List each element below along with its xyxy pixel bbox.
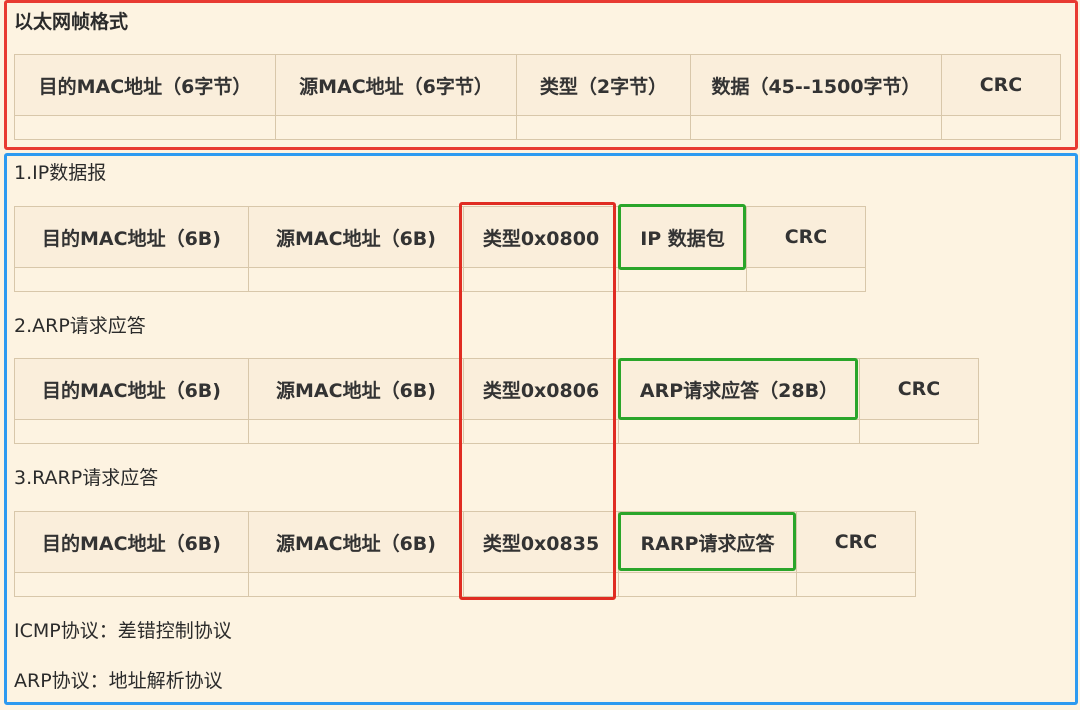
ethernet-frame-table: 目的MAC地址（6字节） 源MAC地址（6字节） 类型（2字节） 数据（45--… <box>14 54 1061 140</box>
protocol-examples-highlight-box <box>4 153 1078 705</box>
table-cell <box>796 572 916 597</box>
rarp-label: 3.RARP请求应答 <box>14 467 159 489</box>
table-cell <box>941 115 1061 140</box>
table-cell <box>248 419 464 444</box>
table-cell <box>618 419 860 444</box>
section-title: 以太网帧格式 <box>14 11 129 33</box>
header-crc: CRC <box>859 358 979 420</box>
table-cell <box>463 572 619 597</box>
type-column-highlight-box <box>459 202 616 600</box>
table-row <box>14 115 1061 140</box>
header-crc: CRC <box>796 511 916 573</box>
table-header-row: 目的MAC地址（6字节） 源MAC地址（6字节） 类型（2字节） 数据（45--… <box>14 54 1061 116</box>
header-dest-mac: 目的MAC地址（6字节） <box>14 54 276 116</box>
header-src-mac: 源MAC地址（6B) <box>248 206 464 268</box>
table-cell <box>14 115 276 140</box>
table-row <box>14 572 916 597</box>
ip-payload-highlight-box <box>618 204 746 270</box>
table-cell <box>463 267 619 292</box>
header-type: 类型0x0806 <box>463 358 619 420</box>
header-src-mac: 源MAC地址（6字节） <box>275 54 517 116</box>
table-cell <box>275 115 517 140</box>
table-header-row: 目的MAC地址（6B) 源MAC地址（6B) 类型0x0800 IP 数据包 C… <box>14 206 866 268</box>
header-dest-mac: 目的MAC地址（6B) <box>14 206 249 268</box>
rarp-payload-highlight-box <box>618 512 796 571</box>
table-header-row: 目的MAC地址（6B) 源MAC地址（6B) 类型0x0835 RARP请求应答… <box>14 511 916 573</box>
header-payload: RARP请求应答 <box>618 511 797 573</box>
table-cell <box>248 572 464 597</box>
rarp-table: 目的MAC地址（6B) 源MAC地址（6B) 类型0x0835 RARP请求应答… <box>14 511 916 597</box>
header-payload: IP 数据包 <box>618 206 747 268</box>
table-cell <box>463 419 619 444</box>
ip-datagram-label: 1.IP数据报 <box>14 162 107 184</box>
ethernet-frame-highlight-box <box>4 0 1078 150</box>
table-header-row: 目的MAC地址（6B) 源MAC地址（6B) 类型0x0806 ARP请求应答（… <box>14 358 979 420</box>
header-data: 数据（45--1500字节） <box>690 54 942 116</box>
icmp-note: ICMP协议：差错控制协议 <box>14 620 232 642</box>
arp-payload-highlight-box <box>618 358 858 420</box>
header-crc: CRC <box>941 54 1061 116</box>
table-row <box>14 419 979 444</box>
ip-datagram-table: 目的MAC地址（6B) 源MAC地址（6B) 类型0x0800 IP 数据包 C… <box>14 206 866 292</box>
arp-label: 2.ARP请求应答 <box>14 315 146 337</box>
table-cell <box>14 572 249 597</box>
header-type: 类型0x0800 <box>463 206 619 268</box>
table-row <box>14 267 866 292</box>
header-dest-mac: 目的MAC地址（6B) <box>14 358 249 420</box>
table-cell <box>14 419 249 444</box>
table-cell <box>746 267 866 292</box>
header-payload: ARP请求应答（28B） <box>618 358 860 420</box>
table-cell <box>690 115 942 140</box>
header-type: 类型（2字节） <box>516 54 691 116</box>
table-cell <box>618 267 747 292</box>
arp-note: ARP协议：地址解析协议 <box>14 670 223 692</box>
arp-table: 目的MAC地址（6B) 源MAC地址（6B) 类型0x0806 ARP请求应答（… <box>14 358 979 444</box>
table-cell <box>14 267 249 292</box>
header-src-mac: 源MAC地址（6B) <box>248 511 464 573</box>
header-crc: CRC <box>746 206 866 268</box>
table-cell <box>516 115 691 140</box>
table-cell <box>859 419 979 444</box>
header-src-mac: 源MAC地址（6B) <box>248 358 464 420</box>
header-dest-mac: 目的MAC地址（6B) <box>14 511 249 573</box>
